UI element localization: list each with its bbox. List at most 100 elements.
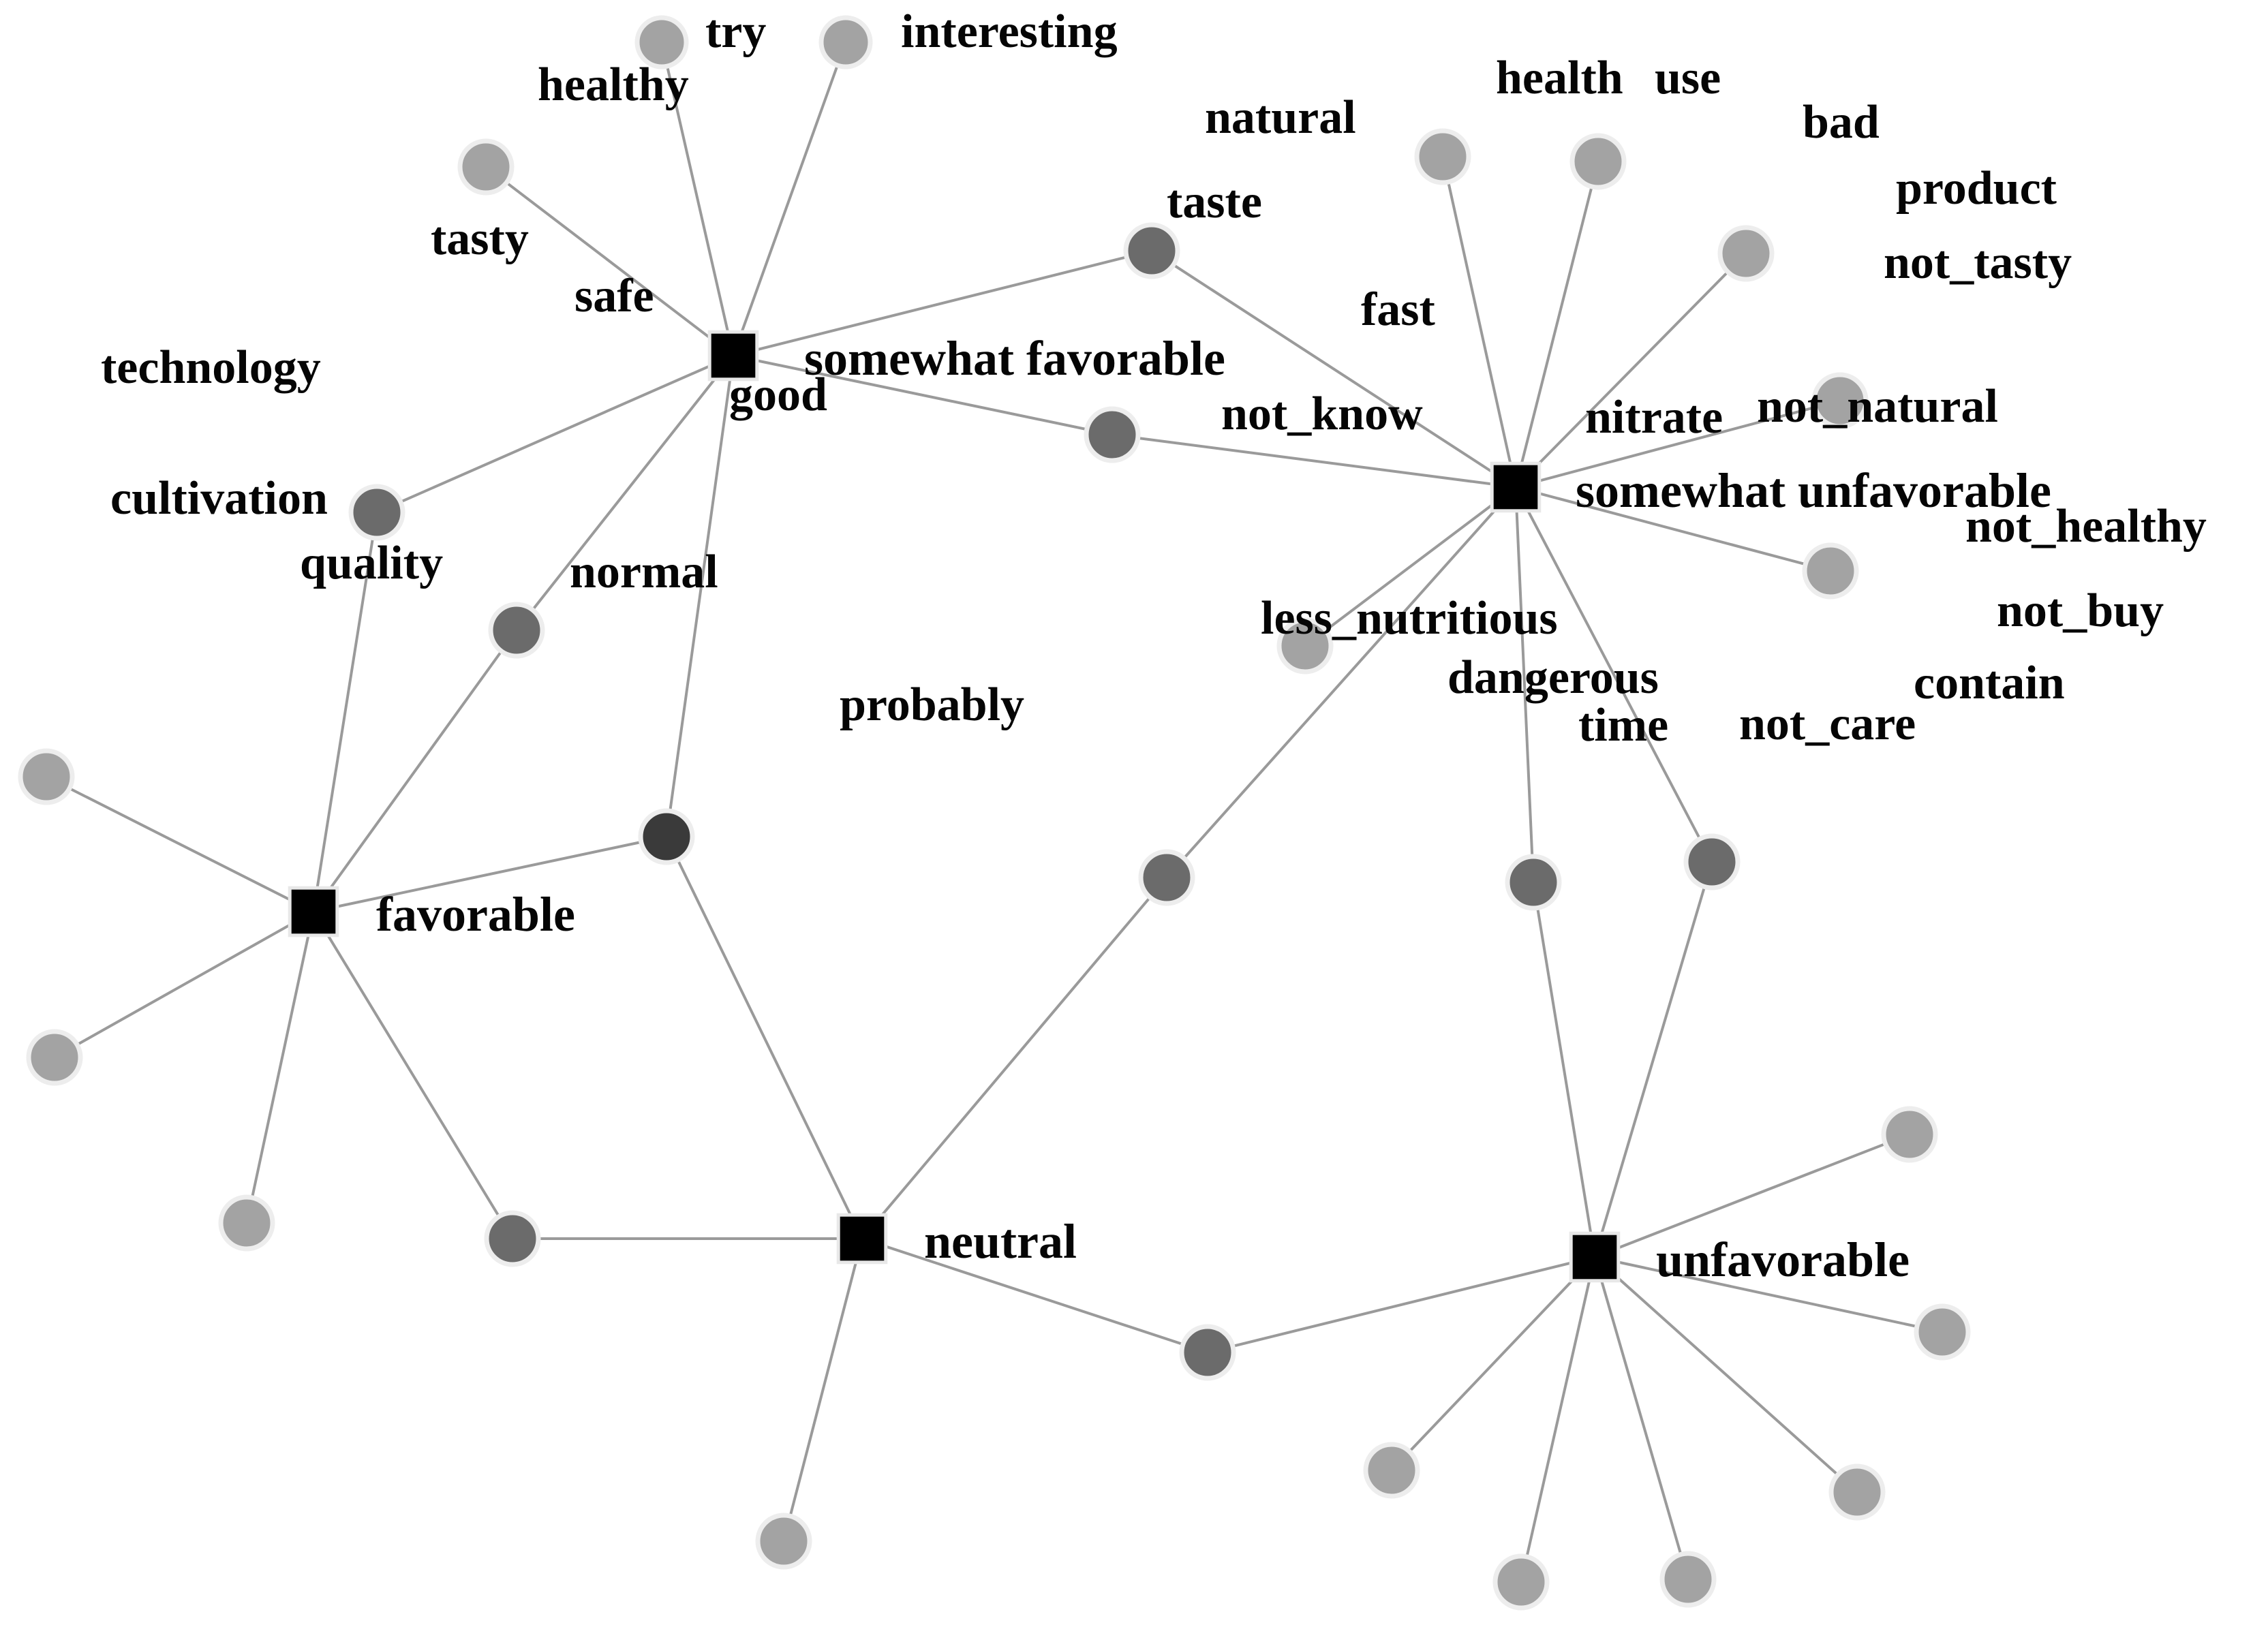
node-label-probably: probably <box>840 679 1025 731</box>
node-dangerous[interactable] <box>1363 1442 1420 1499</box>
edge-taste-to-somewhat_favorable <box>733 354 1113 436</box>
node-fast[interactable] <box>1276 617 1334 675</box>
node-label-less_nutritious: less_nutritious <box>1261 592 1558 645</box>
node-label-technology: technology <box>101 341 321 394</box>
node-label-contain: contain <box>1914 657 2065 709</box>
edge-good-to-neutral <box>665 836 863 1239</box>
edge-good-to-somewhat_favorable <box>665 355 735 837</box>
edge-natural-to-somewhat_unfavorable <box>1150 249 1517 489</box>
edge-not_healthy-to-unfavorable <box>1594 1133 1910 1258</box>
edge-dangerous-to-unfavorable <box>1390 1256 1596 1472</box>
edge-healthy-to-somewhat_favorable <box>485 166 735 357</box>
node-label-not_buy: not_buy <box>1997 585 2164 637</box>
node-nitrate[interactable] <box>1505 854 1562 911</box>
node-label-normal: normal <box>570 546 718 598</box>
edge-tasty-to-favorable <box>312 512 378 912</box>
node-use[interactable] <box>1569 133 1627 190</box>
node-normal[interactable] <box>484 1210 541 1267</box>
edge-not_tasty-to-somewhat_unfavorable <box>1515 486 1831 572</box>
node-natural[interactable] <box>1123 222 1180 279</box>
edge-not_natural-to-unfavorable <box>1593 861 1713 1258</box>
node-probably[interactable] <box>755 1513 812 1570</box>
node-favorable[interactable] <box>288 886 339 938</box>
edge-quality-to-favorable <box>245 911 315 1224</box>
node-unfavorable[interactable] <box>1569 1231 1621 1283</box>
node-not_healthy[interactable] <box>1881 1106 1938 1163</box>
node-cultivation[interactable] <box>26 1029 83 1086</box>
edge-less_nutritious-to-neutral <box>861 1237 1208 1354</box>
node-taste[interactable] <box>1084 406 1141 463</box>
node-label-natural: natural <box>1205 91 1356 144</box>
node-label-cultivation: cultivation <box>110 472 328 525</box>
node-label-dangerous: dangerous <box>1447 651 1659 704</box>
node-label-not_tasty: not_tasty <box>1884 236 2072 289</box>
node-contain[interactable] <box>1828 1463 1886 1521</box>
node-product[interactable] <box>1811 372 1869 429</box>
edge-not_know-to-neutral <box>861 876 1168 1240</box>
node-not_natural[interactable] <box>1683 833 1741 890</box>
node-label-not_care: not_care <box>1739 698 1916 750</box>
edge-interesting-to-somewhat_favorable <box>732 42 847 356</box>
node-good[interactable] <box>638 808 695 865</box>
node-label-unfavorable: unfavorable <box>1656 1233 1910 1287</box>
node-not_care[interactable] <box>1659 1551 1717 1608</box>
edge-tasty-to-somewhat_favorable <box>376 354 734 514</box>
node-tasty[interactable] <box>348 484 405 541</box>
node-health[interactable] <box>1414 128 1471 185</box>
node-healthy[interactable] <box>457 138 515 196</box>
node-label-fast: fast <box>1361 283 1435 336</box>
node-try[interactable] <box>634 15 689 69</box>
edge-bad-to-somewhat_unfavorable <box>1514 252 1747 489</box>
node-neutral[interactable] <box>836 1213 888 1265</box>
edge-contain-to-unfavorable <box>1593 1256 1858 1493</box>
node-label-safe: safe <box>574 270 654 322</box>
node-somewhat_favorable[interactable] <box>707 330 759 382</box>
edge-less_nutritious-to-unfavorable <box>1207 1256 1595 1354</box>
node-quality[interactable] <box>218 1194 275 1252</box>
edge-good-to-favorable <box>313 835 667 913</box>
node-label-tasty: tasty <box>431 213 529 265</box>
edge-time-to-unfavorable <box>1520 1256 1596 1583</box>
node-somewhat_unfavorable[interactable] <box>1490 461 1542 513</box>
edge-natural-to-somewhat_favorable <box>733 249 1152 357</box>
node-time[interactable] <box>1492 1553 1550 1611</box>
edge-nitrate-to-somewhat_unfavorable <box>1514 486 1535 883</box>
node-label-try: try <box>705 5 767 58</box>
node-label-interesting: interesting <box>901 5 1118 58</box>
node-label-use: use <box>1655 52 1721 104</box>
node-safe[interactable] <box>488 602 545 659</box>
node-label-somewhat_favorable: somewhat favorable <box>804 331 1225 386</box>
node-label-not_natural: not_natural <box>1757 380 1998 433</box>
edge-cultivation-to-favorable <box>54 910 314 1059</box>
edge-layer <box>46 42 1943 1583</box>
node-not_buy[interactable] <box>1914 1303 1971 1361</box>
node-not_know[interactable] <box>1138 849 1195 906</box>
edge-not_care-to-unfavorable <box>1593 1256 1689 1580</box>
node-label-neutral: neutral <box>924 1214 1077 1269</box>
node-interesting[interactable] <box>818 15 873 69</box>
node-layer <box>18 15 1971 1611</box>
node-not_tasty[interactable] <box>1802 542 1859 600</box>
node-label-taste: taste <box>1167 176 1262 228</box>
node-technology[interactable] <box>18 748 75 805</box>
edge-try-to-somewhat_favorable <box>660 42 735 356</box>
edge-use-to-somewhat_unfavorable <box>1514 161 1599 488</box>
edge-safe-to-somewhat_favorable <box>515 354 735 632</box>
edge-technology-to-favorable <box>46 775 314 913</box>
edge-product-to-somewhat_unfavorable <box>1515 399 1841 489</box>
node-less_nutritious[interactable] <box>1179 1324 1236 1381</box>
edge-taste-to-somewhat_unfavorable <box>1112 433 1516 489</box>
edge-fast-to-somewhat_unfavorable <box>1304 486 1517 647</box>
edge-normal-to-favorable <box>312 910 514 1240</box>
node-label-nitrate: nitrate <box>1585 391 1723 444</box>
edge-not_know-to-somewhat_unfavorable <box>1165 486 1517 879</box>
node-label-product: product <box>1896 162 2057 215</box>
edge-safe-to-favorable <box>312 629 518 913</box>
node-label-healthy: healthy <box>538 59 689 111</box>
node-label-not_healthy: not_healthy <box>1965 500 2207 553</box>
edge-not_natural-to-somewhat_unfavorable <box>1514 486 1713 863</box>
node-bad[interactable] <box>1717 225 1775 282</box>
node-label-health: health <box>1496 52 1623 104</box>
